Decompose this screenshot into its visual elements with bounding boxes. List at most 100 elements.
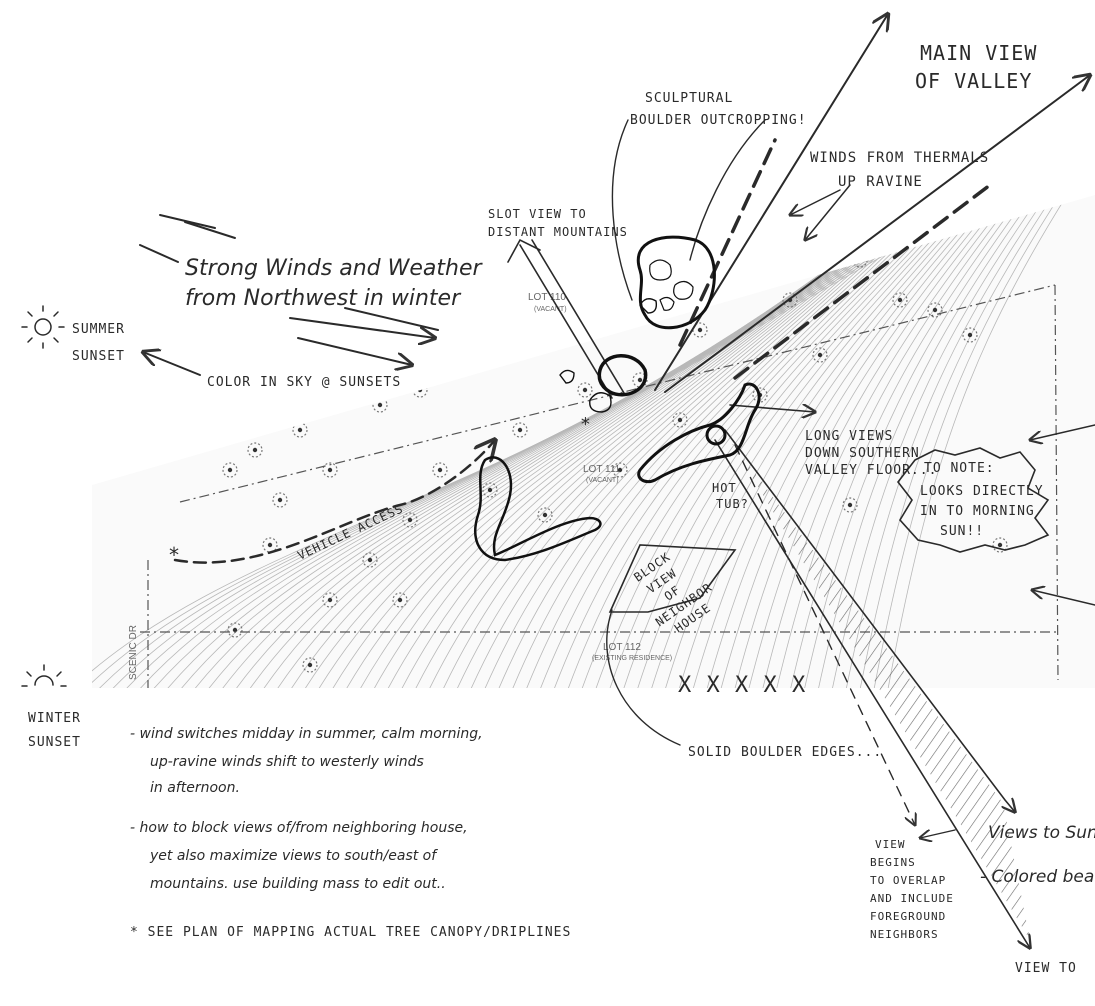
view-corridor-edge-2 [714,439,1030,948]
tree-trunk [297,427,303,433]
tree-trunk [932,307,938,313]
thermal-arrow-2 [805,184,851,240]
contour-line [885,195,1095,688]
tree-symbol [402,512,418,528]
contour-line [493,195,1095,688]
contour-line [633,195,1095,688]
tree-symbol [962,327,978,343]
right-arrow-1 [1030,424,1095,440]
tree-symbol [992,537,1008,553]
tree-symbol [322,592,338,608]
tree-symbol [612,462,628,478]
tree-symbol [812,347,828,363]
winter-sun-icon [21,664,67,687]
winds-thermals-label: WINDS FROM THERMALS UP RAVINE [810,150,999,190]
tree-symbol [762,232,778,248]
main-view-arrow-2 [664,75,1090,393]
lot-111-sub: (VACANT) [586,477,619,484]
view-begins-arrow [920,829,956,838]
tree-trunk [742,272,748,278]
tree-trunk [997,542,1003,548]
tree-trunk [517,427,523,433]
contour-line [661,195,1095,688]
thermal-wind-line-2 [733,183,992,380]
site-plan-base [92,195,1095,688]
tree-trunk [367,557,373,563]
tree-trunk [847,502,853,508]
tree-symbol [247,442,263,458]
tree-trunk [307,662,313,668]
tree-symbol [452,342,468,358]
main-view-arrow-1 [654,14,888,391]
sketch-overlay [21,14,1095,948]
boulder-lot111-west [474,456,602,562]
note-wind: - wind switches midday in summer, calm m… [130,726,487,796]
view-corridor-edge-1 [724,429,1015,812]
wind-arrow-a [159,214,216,229]
slot-view-arrowhead [507,238,541,263]
tree-symbol [482,482,498,498]
tree-trunk [617,467,623,473]
tree-symbol [272,492,288,508]
tree-symbol [302,657,318,673]
contour-line [815,195,1095,688]
main-view-label: MAIN VIEW OF VALLEY [915,41,1050,93]
boulder-outcroppings [474,235,761,562]
strong-winds-label: Strong Winds and Weather from Northwest … [185,256,489,311]
boulder-ridge-edge [637,382,761,484]
to-note-bubble [896,447,1050,553]
contour-line [689,195,1095,688]
lot-110-sub: (VACANT) [534,306,567,313]
tree-symbol [752,387,768,403]
to-note-label: TO NOTE: LOOKS DIRECTLY IN TO MORNING SU… [920,461,1052,539]
tree-trunk [377,402,383,408]
contour-line [535,195,1095,688]
neighbor-x-marks: X X X X X [678,673,806,698]
solid-boulder-leader [606,609,681,746]
contour-line [577,195,1095,688]
existing-trees [222,232,1008,673]
tree-trunk [542,512,548,518]
lot-110-label: LOT 110 [528,292,566,303]
wind-arrow-f [297,337,412,365]
tree-trunk [697,327,703,333]
view-to-label: VIEW TO [1015,961,1077,976]
long-views-arrow [729,405,815,412]
tree-symbol [432,462,448,478]
tree-trunk [277,497,283,503]
asterisk-mark: * [580,414,592,435]
scenic-dr-label: SCENIC DR [128,625,139,680]
note-views: - how to block views of/from neighboring… [130,820,472,892]
boulder-leader-2 [689,119,766,261]
contour-line [745,195,1095,688]
contour-line [871,195,1095,688]
tree-symbol [322,462,338,478]
contour-line [843,195,1095,688]
tree-trunk [677,417,683,423]
tree-symbol [782,292,798,308]
tree-trunk [227,467,233,473]
tree-trunk [487,487,493,493]
sky-color-arrow [143,352,201,376]
tree-trunk [417,387,423,393]
contour-line [521,195,1095,688]
tree-symbol [362,552,378,568]
solid-boulder-label: SOLID BOULDER EDGES... [688,745,882,760]
tree-trunk [327,467,333,473]
thermal-wind-line-1 [678,138,777,347]
hot-tub-label: HOT TUB? [712,481,749,511]
long-views-label: LONG VIEWS DOWN SOUTHERN VALLEY FLOOR... [805,429,937,478]
tree-trunk [232,627,238,633]
tree-symbol [537,507,553,523]
contour-line [829,195,1095,688]
view-corridor-hatch [730,440,1030,940]
tree-trunk [267,542,273,548]
note-tree-canopy: * SEE PLAN OF MAPPING ACTUAL TREE CANOPY… [130,925,571,940]
tree-symbol [577,382,593,398]
tree-trunk [437,467,443,473]
wind-arrow-b [184,221,236,239]
tree-trunk [327,597,333,603]
boulder-leader [611,119,633,301]
sculptural-boulder-cluster [636,235,716,330]
